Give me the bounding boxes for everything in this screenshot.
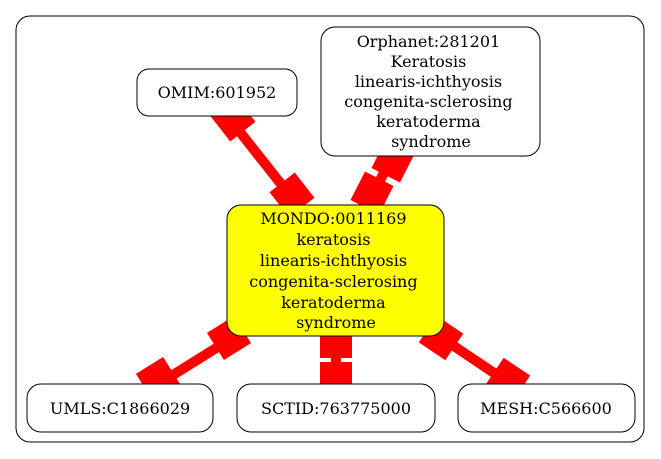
node-omim-label: OMIM:601952 [158,83,277,102]
node-center-line-6: syndrome [296,313,376,332]
node-center-line-5: keratoderma [281,293,386,312]
svg-text:MONDO:0011169 keratosis: MONDO:0011169 keratosis linearis-ichthyo… [249,209,422,332]
node-orphanet[interactable]: Orphanet:281201 Keratosis linearis-ichth… [320,26,541,157]
node-center-line-4: congenita-sclerosing [249,272,417,291]
node-orphanet-line-2: Keratosis [391,52,467,71]
node-orphanet-line-6: syndrome [391,132,471,151]
node-orphanet-line-1: Orphanet:281201 [357,32,501,51]
node-center-line-2: keratosis [296,230,370,249]
node-umls[interactable]: UMLS:C1866029 [26,383,214,433]
svg-text:Orphanet:281201 Keratosi: Orphanet:281201 Keratosis linearis-ichth… [344,32,517,151]
node-orphanet-line-4: congenita-sclerosing [344,92,512,111]
node-center-line-1: MONDO:0011169 [260,209,406,228]
node-mondo-center[interactable]: MONDO:0011169 keratosis linearis-ichthyo… [226,204,445,337]
node-center-line-3: linearis-ichthyosis [260,251,407,270]
node-mesh[interactable]: MESH:C566600 [457,383,636,433]
node-sctid-label: SCTID:763775000 [261,399,411,418]
node-omim[interactable]: OMIM:601952 [136,68,298,117]
node-umls-label: UMLS:C1866029 [50,399,190,418]
node-sctid[interactable]: SCTID:763775000 [236,383,436,433]
node-mesh-label: MESH:C566600 [480,399,612,418]
node-orphanet-line-3: linearis-ichthyosis [355,72,502,91]
node-orphanet-line-5: keratoderma [376,112,481,131]
